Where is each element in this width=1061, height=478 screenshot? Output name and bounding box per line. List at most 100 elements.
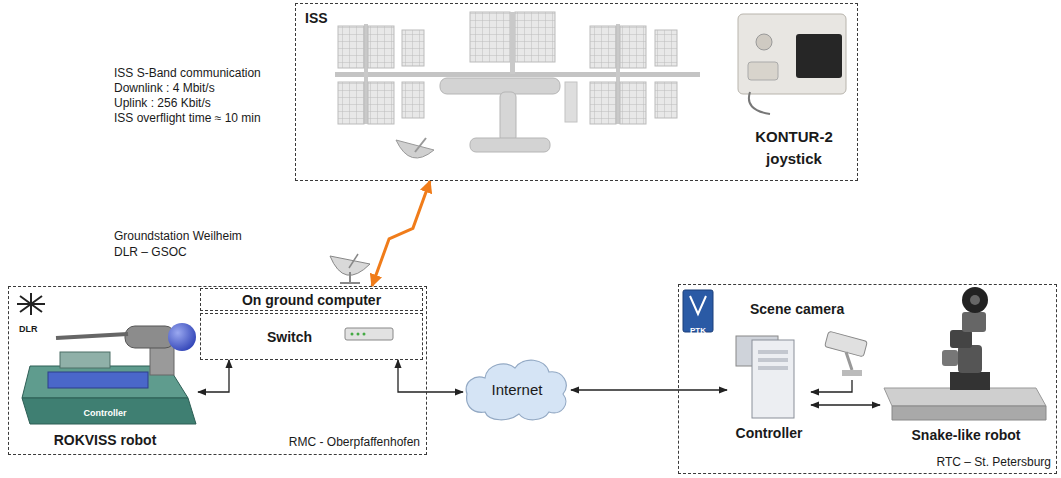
figure-caption-holder: Scene camera [750, 300, 844, 318]
switch-icon-part [357, 333, 360, 336]
site-label-holder: RTC – St. Petersburg [937, 452, 1052, 470]
iss-station-part [338, 26, 364, 68]
ptk-logo-part [690, 296, 706, 314]
device-caption-holder: KONTUR-2 joystick [742, 126, 846, 170]
link-note: Uplink : 256 Kbit/s [114, 96, 211, 110]
device-caption: KONTUR-2 joystick [742, 126, 846, 170]
logo-text: PTK [690, 326, 706, 335]
iss-station-part [510, 12, 515, 74]
joystick-picture [738, 14, 846, 114]
site-label-holder: RMC - Oberpfaffenhofen [289, 432, 420, 450]
region-box: RMC - Oberpfaffenhofen On ground computer… [8, 286, 427, 455]
iss-station-part [655, 82, 677, 118]
robot-figure: ROKVISS robot [12, 318, 198, 452]
iss-station-part [515, 12, 555, 62]
radio-link [372, 181, 430, 286]
rokviss-robot-picture-part [48, 372, 148, 388]
rokviss-robot-picture-part [60, 352, 110, 368]
joystick-picture-part [756, 34, 772, 50]
part-label-holder: Controller [40, 402, 170, 420]
snake-robot-picture-part [942, 350, 958, 366]
switch-icon-part [363, 333, 366, 336]
figure-caption: Controller [736, 425, 803, 441]
figure-caption: Snake-like robot [912, 427, 1021, 443]
snake-robot-picture-part [950, 330, 972, 348]
computer-picture-part [752, 340, 794, 418]
computer-picture-part [758, 366, 788, 370]
rokviss-robot-picture-part [168, 323, 196, 351]
computer-picture-part [758, 350, 788, 354]
station-note: Groundstation Weilheim [114, 229, 242, 243]
snake-robot-picture-part [892, 406, 1046, 420]
snake-robot-picture-part [884, 388, 1046, 406]
computer-picture [736, 336, 794, 418]
switch-icon-part [345, 328, 393, 340]
dlr-logo [17, 293, 45, 315]
iss-station-part [402, 82, 424, 118]
data-connector [811, 404, 880, 405]
iss-station-part [470, 12, 510, 62]
link-note-holder: Uplink : 256 Kbit/s [114, 93, 211, 111]
part-label: Controller [83, 408, 126, 418]
box-label-holder: Switch [267, 328, 312, 346]
ground-antenna-part [349, 254, 358, 268]
ptk-logo [683, 290, 713, 332]
figure-caption-holder: ROKVISS robot [12, 431, 198, 449]
joystick-picture-part [796, 34, 842, 78]
station-note: DLR – GSOC [114, 245, 187, 259]
cloud-label-holder: Internet [463, 354, 571, 424]
computer-figure: Controller [727, 332, 811, 444]
iss-station-part [620, 26, 646, 68]
rokviss-robot-picture-part [56, 334, 128, 338]
video-connector [811, 380, 852, 392]
logo-text: DLR [19, 324, 38, 334]
link-note: ISS S-Band communication [114, 66, 261, 80]
rokviss-robot-picture-part [125, 326, 175, 348]
iss-station-part [620, 82, 646, 124]
cloud-outline-part [466, 360, 566, 420]
process-box: Switch [200, 313, 423, 360]
switch-icon-part [351, 333, 354, 336]
camera-picture [825, 331, 868, 376]
link-note: Downlink : 4 Mbit/s [114, 81, 215, 95]
computer-picture-part [758, 358, 788, 362]
station-note-holder: Groundstation Weilheim [114, 226, 242, 244]
snake-robot-picture-part [962, 312, 986, 332]
iss-station-part [364, 24, 368, 124]
iss-station-part [590, 82, 616, 124]
iss-station-part [470, 138, 550, 152]
switch-icon [345, 328, 393, 340]
iss-station-part [500, 92, 516, 142]
data-connector [571, 389, 727, 390]
iss-station-part [368, 82, 394, 124]
station-note-holder: DLR – GSOC [114, 242, 187, 260]
figure-caption: Scene camera [750, 301, 844, 317]
ground-antenna [330, 254, 370, 283]
site-label: RTC – St. Petersburg [937, 455, 1052, 469]
figure-caption-holder: Snake-like robot [880, 426, 1052, 444]
ground-antenna-part [340, 282, 360, 284]
iss-station-part [616, 24, 620, 124]
iss-station-part [396, 140, 434, 158]
box-label: On ground computer [242, 292, 381, 308]
region-title: ISS [305, 10, 328, 26]
iss-station-part [338, 82, 364, 124]
iss-station-part [565, 82, 577, 122]
iss-station-part [335, 72, 700, 77]
iss-station-part [440, 78, 560, 94]
iss-station-part [368, 26, 394, 68]
cloud-label: Internet [492, 381, 543, 398]
link-note-holder: ISS overflight time ≈ 10 min [114, 108, 261, 126]
link-note-holder: ISS S-Band communication [114, 63, 261, 81]
robot-figure: Snake-like robot [880, 288, 1052, 448]
snake-robot-picture-part [970, 295, 980, 305]
dlr-logo-part [17, 293, 45, 315]
iss-station-part [655, 30, 677, 66]
box-label: Switch [267, 329, 312, 345]
logo-text-holder: PTK [683, 319, 713, 337]
rokviss-robot-picture-part [150, 345, 174, 375]
snake-robot-picture [884, 287, 1046, 420]
camera-picture-part [842, 370, 862, 376]
ground-antenna-part [349, 272, 351, 283]
